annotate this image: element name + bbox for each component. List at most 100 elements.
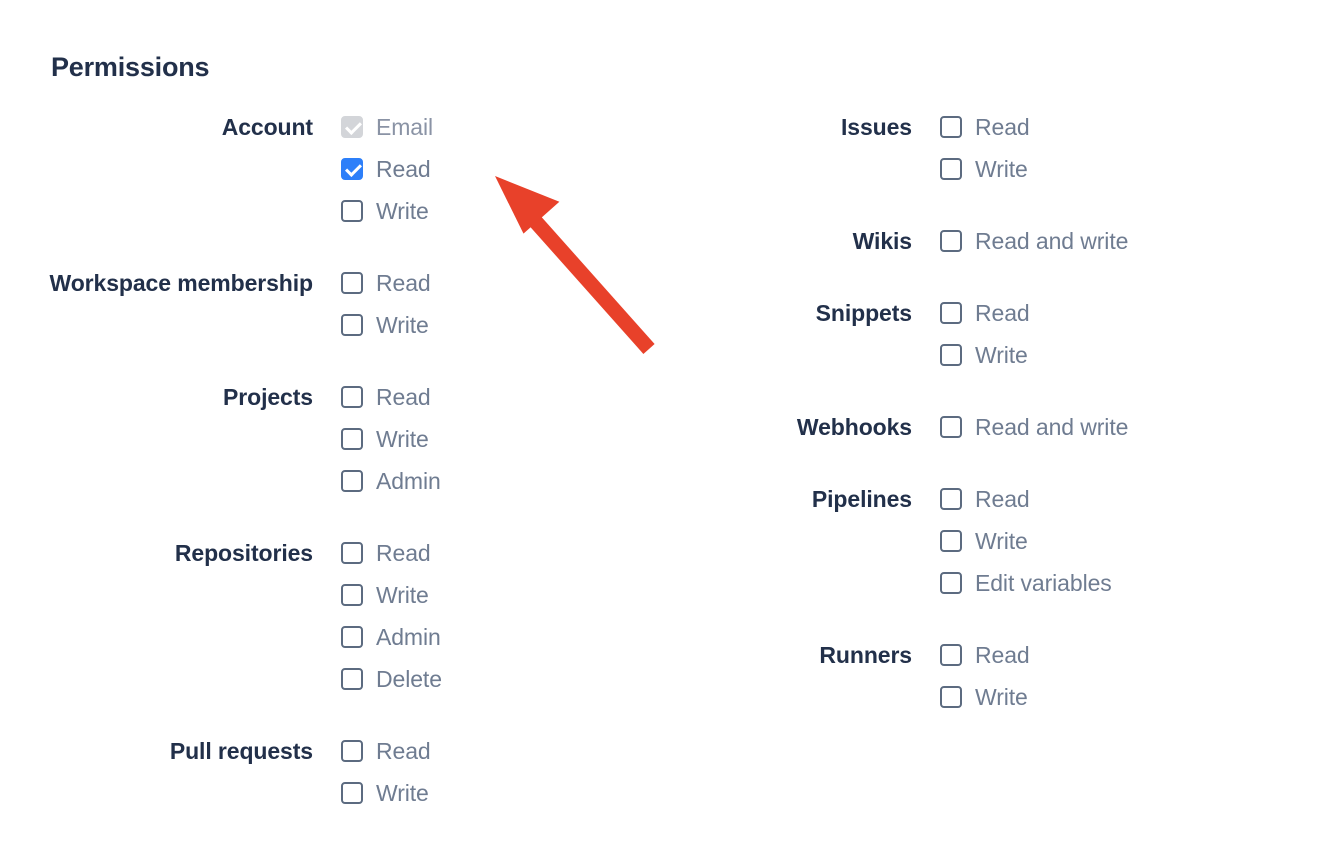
- permission-option-row[interactable]: Email: [341, 106, 620, 148]
- checkbox-wikis-read-and-write[interactable]: [940, 230, 962, 252]
- checkbox-repositories-admin[interactable]: [341, 626, 363, 648]
- permission-option-row[interactable]: Read and write: [940, 220, 1260, 262]
- permission-option-row[interactable]: Read: [940, 634, 1260, 676]
- permission-group: Webhooks Read and write: [600, 406, 1260, 448]
- permission-option-row[interactable]: Read and write: [940, 406, 1260, 448]
- permission-option-row[interactable]: Write: [341, 418, 620, 460]
- checkbox-runners-read[interactable]: [940, 644, 962, 666]
- checkbox-snippets-read[interactable]: [940, 302, 962, 324]
- permission-option-label: Read: [975, 642, 1030, 668]
- checkbox-issues-write[interactable]: [940, 158, 962, 180]
- checkbox-projects-write[interactable]: [341, 428, 363, 450]
- permission-group-label: Issues: [840, 114, 912, 140]
- permission-option-row[interactable]: Read: [341, 376, 620, 418]
- checkbox-repositories-read[interactable]: [341, 542, 363, 564]
- permission-option-label: Write: [376, 780, 429, 806]
- permission-group-label: Pull requests: [169, 738, 313, 764]
- checkbox-repositories-write[interactable]: [341, 584, 363, 606]
- permission-option-row[interactable]: Edit variables: [940, 562, 1260, 604]
- check-icon: [345, 160, 362, 177]
- permission-option-row[interactable]: Admin: [341, 616, 620, 658]
- permission-option-row[interactable]: Write: [341, 190, 620, 232]
- permission-option-row[interactable]: Write: [940, 334, 1260, 376]
- permission-option-label: Read: [376, 384, 431, 410]
- checkbox-issues-read[interactable]: [940, 116, 962, 138]
- checkbox-projects-admin[interactable]: [341, 470, 363, 492]
- permission-option-row[interactable]: Write: [341, 772, 620, 814]
- checkbox-workspace-membership-write[interactable]: [341, 314, 363, 336]
- permission-option-row[interactable]: Read: [940, 106, 1260, 148]
- checkbox-pull-requests-read[interactable]: [341, 740, 363, 762]
- checkbox-pull-requests-write[interactable]: [341, 782, 363, 804]
- permission-group-label: Pipelines: [811, 486, 912, 512]
- permission-option-row[interactable]: Read: [341, 730, 620, 772]
- permission-option-label: Read: [376, 270, 431, 296]
- checkbox-webhooks-read-and-write[interactable]: [940, 416, 962, 438]
- permission-option-row[interactable]: Read: [341, 148, 620, 190]
- permission-option-row[interactable]: Write: [341, 304, 620, 346]
- permission-option-row[interactable]: Read: [940, 478, 1260, 520]
- permission-group: Wikis Read and write: [600, 220, 1260, 262]
- permission-option-row[interactable]: Write: [940, 520, 1260, 562]
- permission-option-label: Read: [376, 738, 431, 764]
- permission-option-list: Read and write: [940, 406, 1260, 448]
- permission-option-label: Admin: [376, 624, 441, 650]
- check-icon: [345, 118, 362, 135]
- checkbox-snippets-write[interactable]: [940, 344, 962, 366]
- checkbox-account-write[interactable]: [341, 200, 363, 222]
- permission-group-label: Wikis: [852, 228, 912, 254]
- permission-group-label: Account: [221, 114, 313, 140]
- checkbox-pipelines-write[interactable]: [940, 530, 962, 552]
- permission-group-label: Runners: [819, 642, 912, 668]
- permission-option-label: Write: [975, 684, 1028, 710]
- permission-option-row[interactable]: Admin: [341, 460, 620, 502]
- permission-option-row[interactable]: Read: [341, 532, 620, 574]
- checkbox-workspace-membership-read[interactable]: [341, 272, 363, 294]
- permission-option-row[interactable]: Write: [940, 676, 1260, 718]
- permission-option-row[interactable]: Read: [940, 292, 1260, 334]
- permission-option-label: Delete: [376, 666, 442, 692]
- checkbox-projects-read[interactable]: [341, 386, 363, 408]
- checkbox-repositories-delete[interactable]: [341, 668, 363, 690]
- permission-option-label: Admin: [376, 468, 441, 494]
- permission-option-label: Write: [975, 528, 1028, 554]
- checkbox-pipelines-read[interactable]: [940, 488, 962, 510]
- permission-group-label: Snippets: [815, 300, 912, 326]
- permission-option-row[interactable]: Write: [940, 148, 1260, 190]
- permission-option-row[interactable]: Write: [341, 574, 620, 616]
- checkbox-pipelines-edit-variables[interactable]: [940, 572, 962, 594]
- checkbox-account-read[interactable]: [341, 158, 363, 180]
- permission-option-list: Read and write: [940, 220, 1260, 262]
- page-title: Permissions: [51, 52, 210, 82]
- permission-option-label: Read and write: [975, 414, 1129, 440]
- permission-option-row[interactable]: Read: [341, 262, 620, 304]
- permission-option-label: Write: [376, 198, 429, 224]
- permission-option-label: Read: [975, 114, 1030, 140]
- permission-option-label: Write: [376, 312, 429, 338]
- permission-option-label: Edit variables: [975, 570, 1112, 596]
- permission-option-label: Read and write: [975, 228, 1129, 254]
- permission-option-label: Read: [376, 156, 431, 182]
- permission-group-label: Webhooks: [796, 414, 912, 440]
- permission-option-label: Write: [975, 342, 1028, 368]
- permission-group-label: Projects: [223, 384, 313, 410]
- permission-option-row[interactable]: Delete: [341, 658, 620, 700]
- permission-option-label: Write: [376, 582, 429, 608]
- checkbox-runners-write[interactable]: [940, 686, 962, 708]
- permission-option-label: Email: [376, 114, 434, 140]
